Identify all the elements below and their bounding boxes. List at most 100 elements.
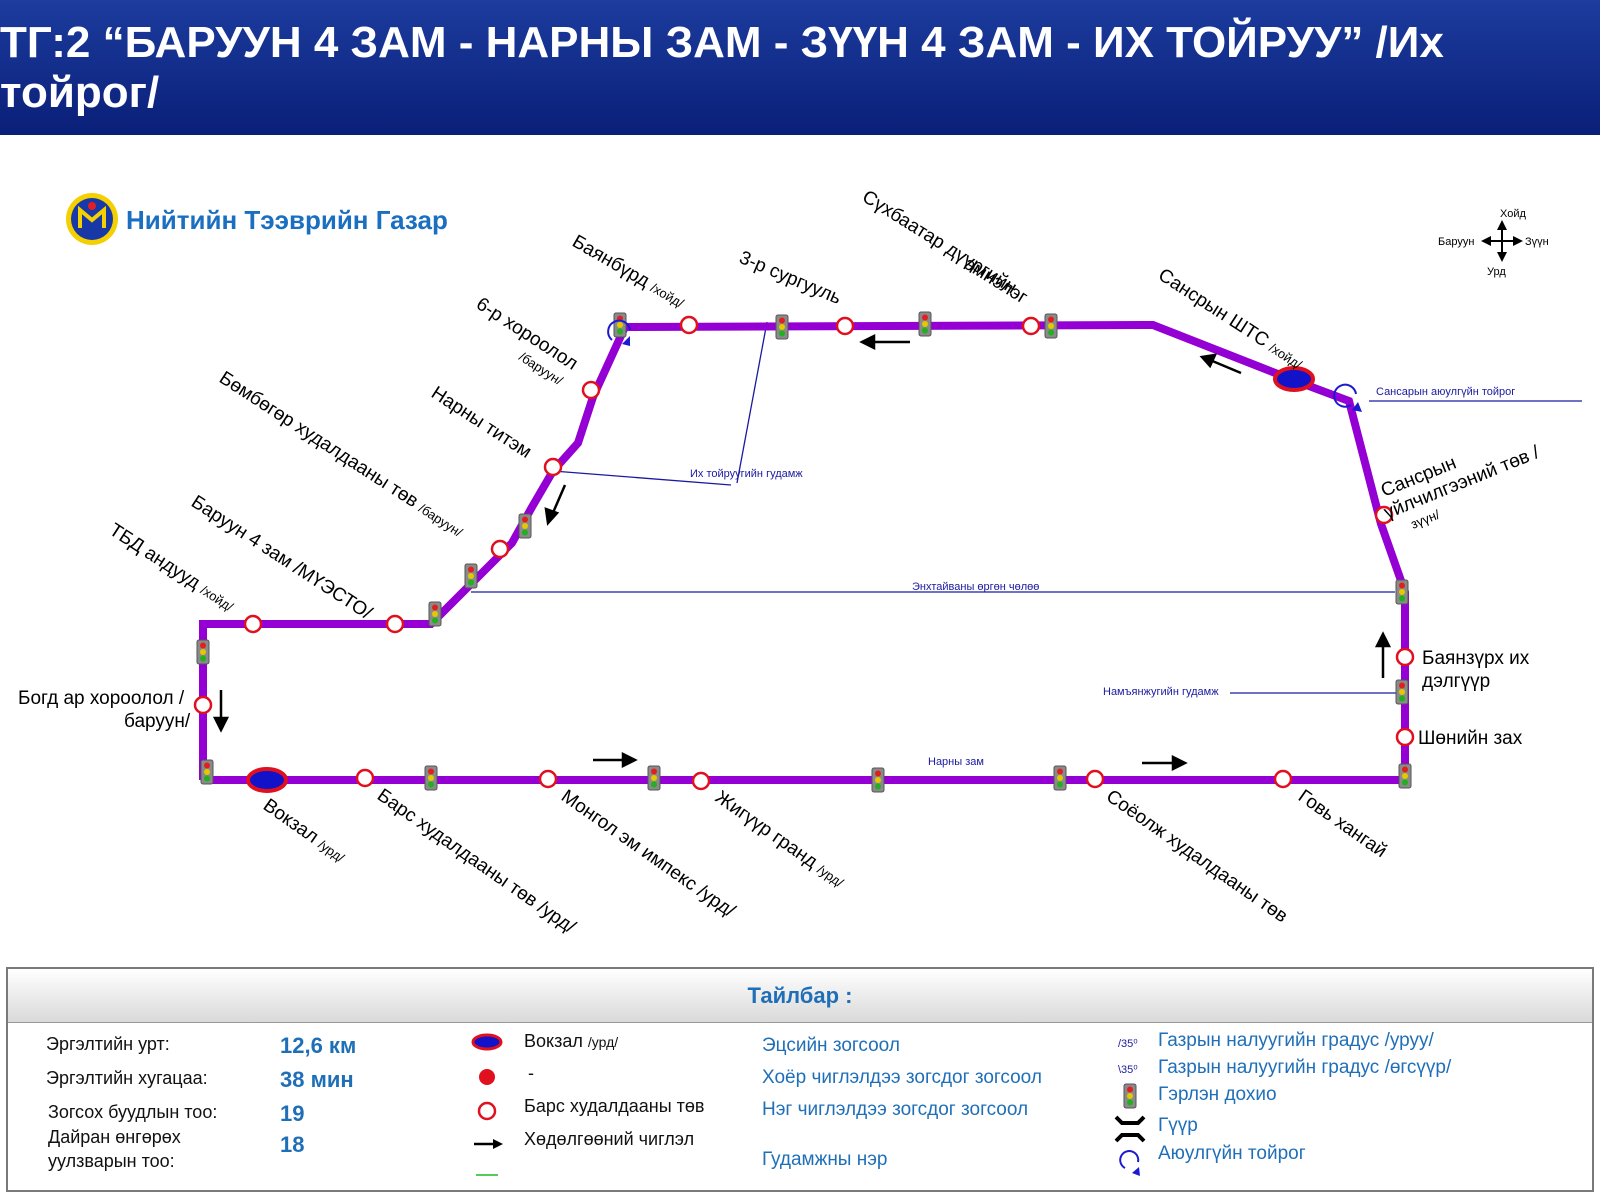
legend-desc: Нэг чиглэлдээ зогсдог зогсоол bbox=[762, 1099, 1029, 1120]
legend-panel: Тайлбар : Эргэлтийн урт: 12,6 км Эргэлти… bbox=[6, 967, 1594, 1192]
stop-label: Вокзал /урд/ bbox=[259, 795, 350, 867]
stop-marker bbox=[243, 614, 263, 634]
arrow-icon bbox=[544, 507, 560, 526]
legend-extra-icons bbox=[1114, 1083, 1146, 1176]
traffic-light-icon bbox=[518, 513, 532, 539]
title-bar: ТГ:2 “БАРУУН 4 ЗАМ - НАРНЫ ЗАМ - ЗҮҮН 4 … bbox=[0, 0, 1600, 135]
stop-marker bbox=[1273, 769, 1293, 789]
legend-symbol-label: Барс худалдааны төв bbox=[524, 1096, 705, 1116]
traffic-light-icon bbox=[918, 311, 932, 337]
stop-marker bbox=[543, 457, 563, 477]
slope-up-icon: \35⁰ bbox=[1118, 1064, 1138, 1076]
arrow-icon bbox=[212, 716, 230, 733]
stop-label: Жигүүр гранд /урд/ bbox=[711, 787, 849, 892]
legend-extra-label: Гүүр bbox=[1158, 1115, 1198, 1136]
stop-marker bbox=[1085, 769, 1105, 789]
stop-label: ТБД андууд /хойд/ bbox=[105, 520, 238, 617]
legend-title: Тайлбар : bbox=[747, 982, 853, 1008]
traffic-light-icon bbox=[647, 765, 661, 791]
stop-label: Барс худалдааны төв /урд/ bbox=[373, 785, 580, 938]
traffic-light-icon bbox=[424, 765, 438, 791]
stat-label: Дайран өнгөрөх bbox=[48, 1127, 181, 1147]
stop-marker bbox=[1374, 505, 1394, 525]
terminal-icon bbox=[471, 1033, 503, 1051]
street-sansar-circle: Сансарын аюулгүйн тойрог bbox=[1376, 386, 1515, 398]
street-narny-zam: Нарны зам bbox=[928, 756, 984, 768]
legend-desc: Хоёр чиглэлдээ зогсдог зогсоол bbox=[762, 1067, 1042, 1088]
stop-marker bbox=[490, 539, 510, 559]
traffic-light-icon bbox=[1053, 765, 1067, 791]
traffic-light-icon bbox=[1395, 679, 1409, 705]
legend-symbols bbox=[471, 1033, 503, 1176]
stop-marker bbox=[1021, 316, 1041, 336]
bridge-icon bbox=[1114, 1115, 1146, 1143]
stat-value: 38 мин bbox=[280, 1067, 354, 1092]
arrow-icon bbox=[859, 333, 876, 351]
safety-circle-icon bbox=[607, 319, 631, 346]
arrow-icon bbox=[1374, 631, 1392, 648]
stop-label: эмнэлэг bbox=[960, 253, 1031, 308]
logo-text: Нийтийн Тээврийн Газар bbox=[126, 205, 448, 235]
stop-label: Монгол эм импекс /урд/ bbox=[557, 786, 739, 922]
traffic-light-icon bbox=[200, 759, 214, 785]
stop-label: Баянзүрх их bbox=[1422, 648, 1530, 669]
legend-symbol-label: Вокзал /урд/ bbox=[524, 1031, 619, 1051]
stat-label: Зогсох буудлын тоо: bbox=[48, 1102, 218, 1122]
stat-value: 18 bbox=[280, 1132, 305, 1157]
stat-label: уулзварын тоо: bbox=[48, 1151, 175, 1171]
terminal-icon bbox=[1273, 366, 1315, 392]
traffic-light-icon bbox=[775, 314, 789, 340]
stop-label: Бөмбөгөр худалдааны төв /баруун/ bbox=[215, 368, 467, 542]
stop-label: дэлгүүр bbox=[1422, 671, 1490, 692]
compass-south: Урд bbox=[1487, 266, 1506, 278]
stop-label: Богд ар хороолол / bbox=[18, 688, 185, 709]
stat-label: Эргэлтийн урт: bbox=[46, 1034, 170, 1054]
stop-marker bbox=[1395, 647, 1415, 667]
traffic-light-icon bbox=[1395, 579, 1409, 605]
slope-down-icon: /35⁰ bbox=[1118, 1038, 1138, 1050]
traffic-light-icon bbox=[428, 601, 442, 627]
stop-marker bbox=[193, 695, 213, 715]
stat-value: 19 bbox=[280, 1101, 305, 1126]
stop-marker bbox=[538, 769, 558, 789]
legend-desc: Гудамжны нэр bbox=[762, 1149, 888, 1170]
legend-header: Тайлбар : bbox=[8, 969, 1592, 1023]
compass-east: Зүүн bbox=[1525, 236, 1549, 248]
stop-marker bbox=[691, 771, 711, 791]
street-namyanju: Намъянжугийн гудамж bbox=[1103, 686, 1219, 698]
stop-label: Баянбүрд /хойд/ bbox=[569, 231, 689, 313]
arrow-icon bbox=[1199, 353, 1218, 369]
bus-route-line bbox=[199, 320, 1409, 784]
stop-marker bbox=[385, 614, 405, 634]
page-title: ТГ:2 “БАРУУН 4 ЗАМ - НАРНЫ ЗАМ - ЗҮҮН 4 … bbox=[0, 17, 1444, 117]
traffic-lights bbox=[196, 311, 1412, 793]
stop-marker bbox=[581, 380, 601, 400]
compass-icon bbox=[1481, 220, 1523, 262]
stop-label: баруун/ bbox=[124, 711, 191, 732]
traffic-light-icon bbox=[196, 639, 210, 665]
stop-marker bbox=[1395, 727, 1415, 747]
stat-label: Эргэлтийн хугацаа: bbox=[46, 1068, 208, 1088]
traffic-light-icon bbox=[1044, 313, 1058, 339]
legend-desc: Эцсийн зогсоол bbox=[762, 1035, 900, 1056]
compass-west: Баруун bbox=[1438, 236, 1474, 248]
stat-value: 12,6 км bbox=[280, 1033, 357, 1058]
street-ikh-toiruu: Их тойруугийн гудамж bbox=[690, 468, 803, 480]
stop-label: Говь хангай bbox=[1294, 786, 1390, 862]
stop-marker bbox=[679, 315, 699, 335]
legend-extra-label: Газрын налуугийн градус /өгсүүр/ bbox=[1158, 1057, 1452, 1078]
legend-symbol-label: Хөдөлгөөний чиглэл bbox=[524, 1129, 695, 1149]
traffic-light-icon bbox=[1123, 1083, 1137, 1109]
legend-extra-label: Гэрлэн дохио bbox=[1158, 1084, 1277, 1105]
compass-north: Хойд bbox=[1500, 208, 1526, 220]
safety-circle-icon bbox=[1119, 1150, 1140, 1176]
open-stop-icon bbox=[477, 1101, 497, 1121]
stop-label: Шөнийн зах bbox=[1418, 728, 1523, 749]
stop-marker bbox=[835, 316, 855, 336]
traffic-light-icon bbox=[1398, 763, 1412, 789]
legend-extra-label: Аюулгүйн тойрог bbox=[1158, 1143, 1306, 1164]
safety-circle-icon bbox=[1333, 383, 1362, 412]
logo-emblem-icon bbox=[66, 193, 118, 245]
bus-stops bbox=[193, 315, 1415, 791]
stop-marker bbox=[355, 768, 375, 788]
